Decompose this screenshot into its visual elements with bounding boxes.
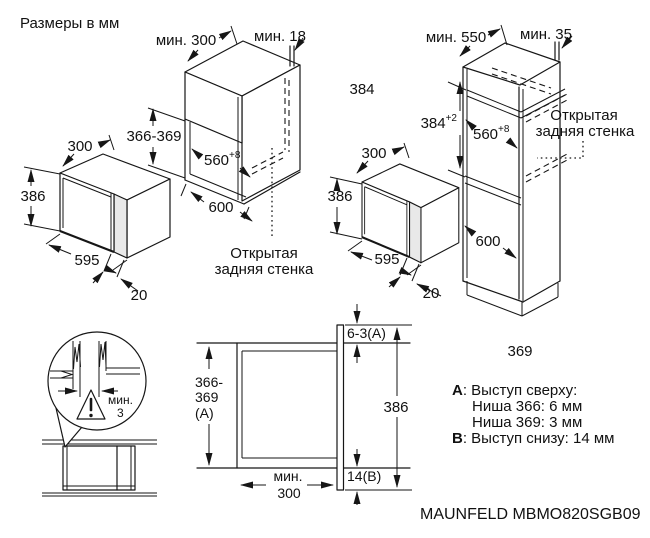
legend-line-a: A: Выступ сверху:: [452, 382, 577, 399]
tall-niche-side-gap-label: мин. 35: [520, 26, 572, 43]
oven-right-dimensions: [329, 142, 442, 297]
wall-niche-open-back-label-line2: задняя стенка: [215, 261, 314, 278]
cross-section-drawing: 6-3(A) 386 14(B) 366- 369 (A) мин. 300: [195, 304, 412, 505]
wall-niche-outer-width-label: 600: [208, 199, 233, 216]
oven-right-width-label: 595: [374, 251, 399, 268]
tall-niche-top-depth-label: мин. 550: [426, 29, 486, 46]
wall-niche-inner-width-label: 560+8: [204, 150, 241, 169]
wall-niche-top-depth-label: мин. 300: [156, 32, 216, 49]
page-title: Размеры в мм: [20, 15, 119, 32]
section-bottom-gap-label: 14(B): [347, 468, 381, 484]
wall-niche-height-label: 366-369: [126, 128, 181, 145]
section-niche-height-label-line3: (A): [195, 405, 214, 421]
clearance-min-label: мин.: [108, 393, 133, 407]
oven-left-depth-label: 300: [67, 138, 92, 155]
model-label: MAUNFELD MBMO820SGB09: [420, 506, 641, 523]
tall-niche-open-back-label-line1: Открытая: [550, 107, 617, 124]
oven-right-door-label: 20: [423, 285, 440, 302]
section-depth-value: 300: [277, 485, 301, 501]
tall-cabinet-niche-drawing: мин. 550 мин. 35 384+2 560+8 600 Открыта…: [421, 24, 635, 317]
section-front-height-label: 386: [383, 399, 408, 416]
oven-left-door-label: 20: [131, 287, 148, 304]
clearance-min-value: 3: [117, 406, 124, 420]
oven-right-depth-label: 300: [361, 145, 386, 162]
clearance-detail-drawing: мин. 3: [42, 331, 157, 497]
section-niche-height-label-line2: 369: [195, 389, 219, 405]
oven-isometric-right: [360, 162, 460, 264]
wall-niche-open-back-label-line1: Открытая: [230, 245, 297, 262]
section-niche-height-label-line1: 366-: [195, 374, 223, 390]
tall-niche-height-below-label: 369: [507, 343, 532, 360]
oven-right-height-label: 386: [327, 188, 352, 205]
legend-line-niche369: Ниша 369: 3 мм: [472, 414, 582, 431]
tall-niche-lower-height-label: 600: [475, 233, 500, 250]
tall-niche-height-plain-label: 384: [349, 81, 374, 98]
legend-line-niche366: Ниша 366: 6 мм: [472, 398, 582, 415]
oven-left-height-label: 386: [20, 188, 45, 205]
section-top-gap-label: 6-3(A): [347, 325, 386, 341]
section-depth-label: мин.: [273, 468, 302, 484]
legend-line-b: B: Выступ снизу: 14 мм: [452, 430, 614, 447]
oven-left-dimensions: [23, 134, 139, 292]
oven-isometric-body: [59, 153, 171, 259]
oven-left-width-label: 595: [74, 252, 99, 269]
wall-niche-side-gap-label: мин. 18: [254, 28, 306, 45]
wall-cabinet-niche-drawing: мин. 300 мин. 18 366-369 560+8 600 Откры…: [126, 25, 314, 278]
legend-block: A: Выступ сверху: Ниша 366: 6 мм Ниша 36…: [452, 382, 614, 447]
tall-niche-inner-width-label: 560+8: [473, 124, 510, 143]
tall-niche-height-label: 384+2: [421, 113, 458, 132]
tall-niche-open-back-label-line2: задняя стенка: [536, 123, 635, 140]
